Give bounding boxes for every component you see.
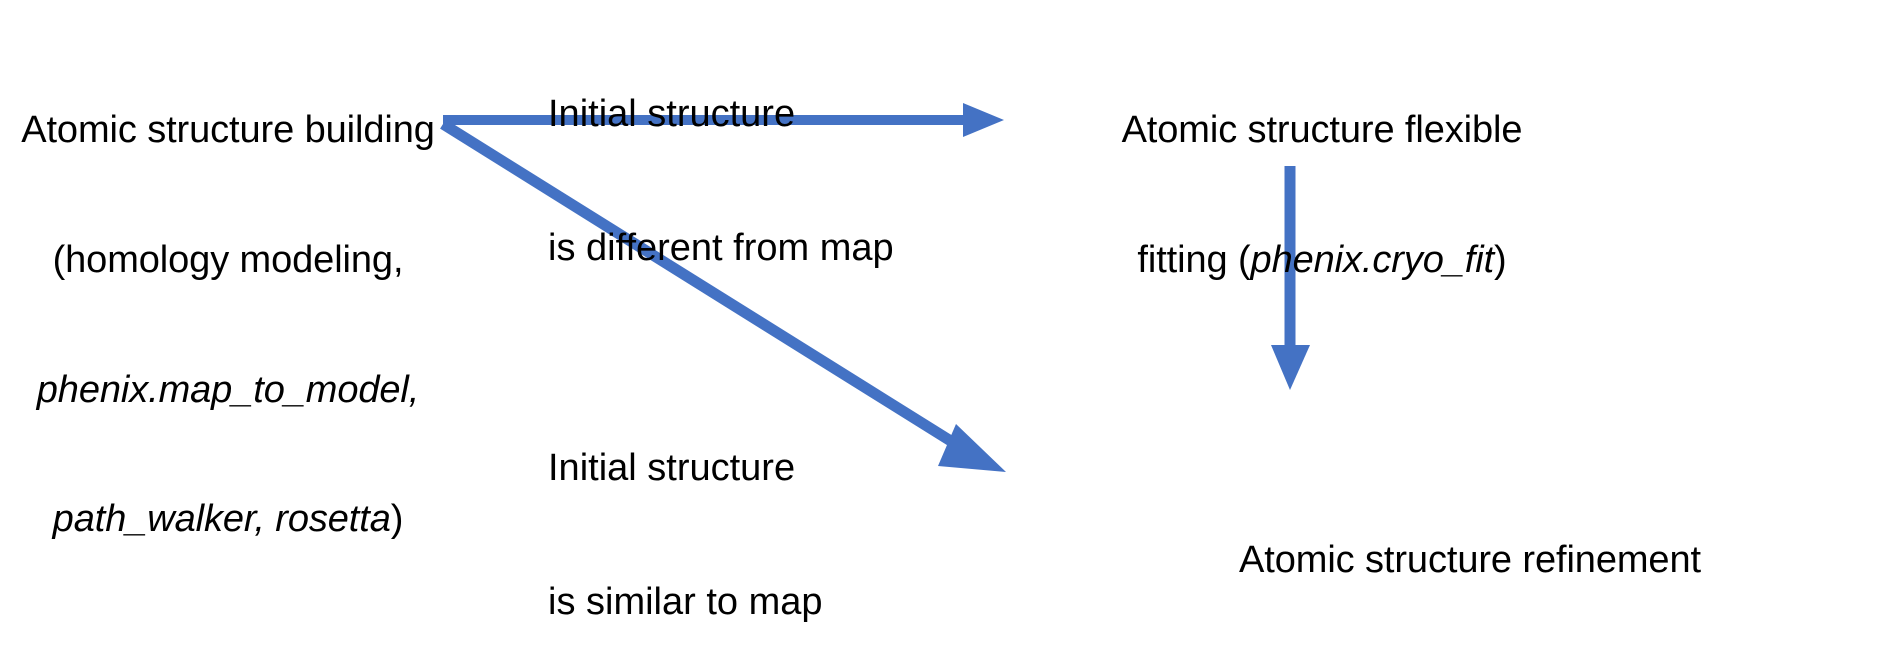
node-atomic-structure-refinement: Atomic structure refinement (phenix.real…: [1056, 452, 1884, 662]
edge-label-different-line-1: Initial structure: [548, 92, 796, 135]
node-flexible-fitting-line-1: Atomic structure flexible: [1121, 108, 1523, 151]
node-building-line-4: path_walker, rosetta): [2, 498, 454, 541]
edge-label-similar-line-1: Initial structure: [548, 446, 796, 489]
edge-label-similar-line-2: is similar to map: [548, 581, 823, 624]
edge-label-similar-to-map: Initial structure is similar to map: [548, 356, 823, 662]
node-building-line-4-tail: ): [390, 498, 404, 541]
node-refinement-line-1: Atomic structure refinement: [1239, 538, 1701, 581]
node-building-line-4-italic: path_walker, rosetta: [52, 498, 391, 541]
node-flexible-fitting-line-2-head: fitting (: [1137, 238, 1251, 281]
node-atomic-structure-building: Atomic structure building (homology mode…: [2, 22, 454, 628]
node-flexible-fitting-line-2: fitting (phenix.cryo_fit): [1082, 239, 1562, 282]
node-building-line-3: phenix.map_to_model,: [36, 368, 420, 411]
node-atomic-structure-flexible-fitting: Atomic structure flexible fitting (pheni…: [1082, 22, 1562, 369]
edge-label-different-line-2: is different from map: [548, 227, 894, 270]
node-building-line-1: Atomic structure building: [21, 108, 435, 151]
edge-label-different-from-map: Initial structure is different from map: [548, 2, 894, 361]
node-flexible-fitting-line-2-italic: phenix.cryo_fit: [1250, 238, 1495, 281]
node-flexible-fitting-line-2-tail: ): [1494, 238, 1507, 281]
node-building-line-2: (homology modeling,: [52, 238, 404, 281]
